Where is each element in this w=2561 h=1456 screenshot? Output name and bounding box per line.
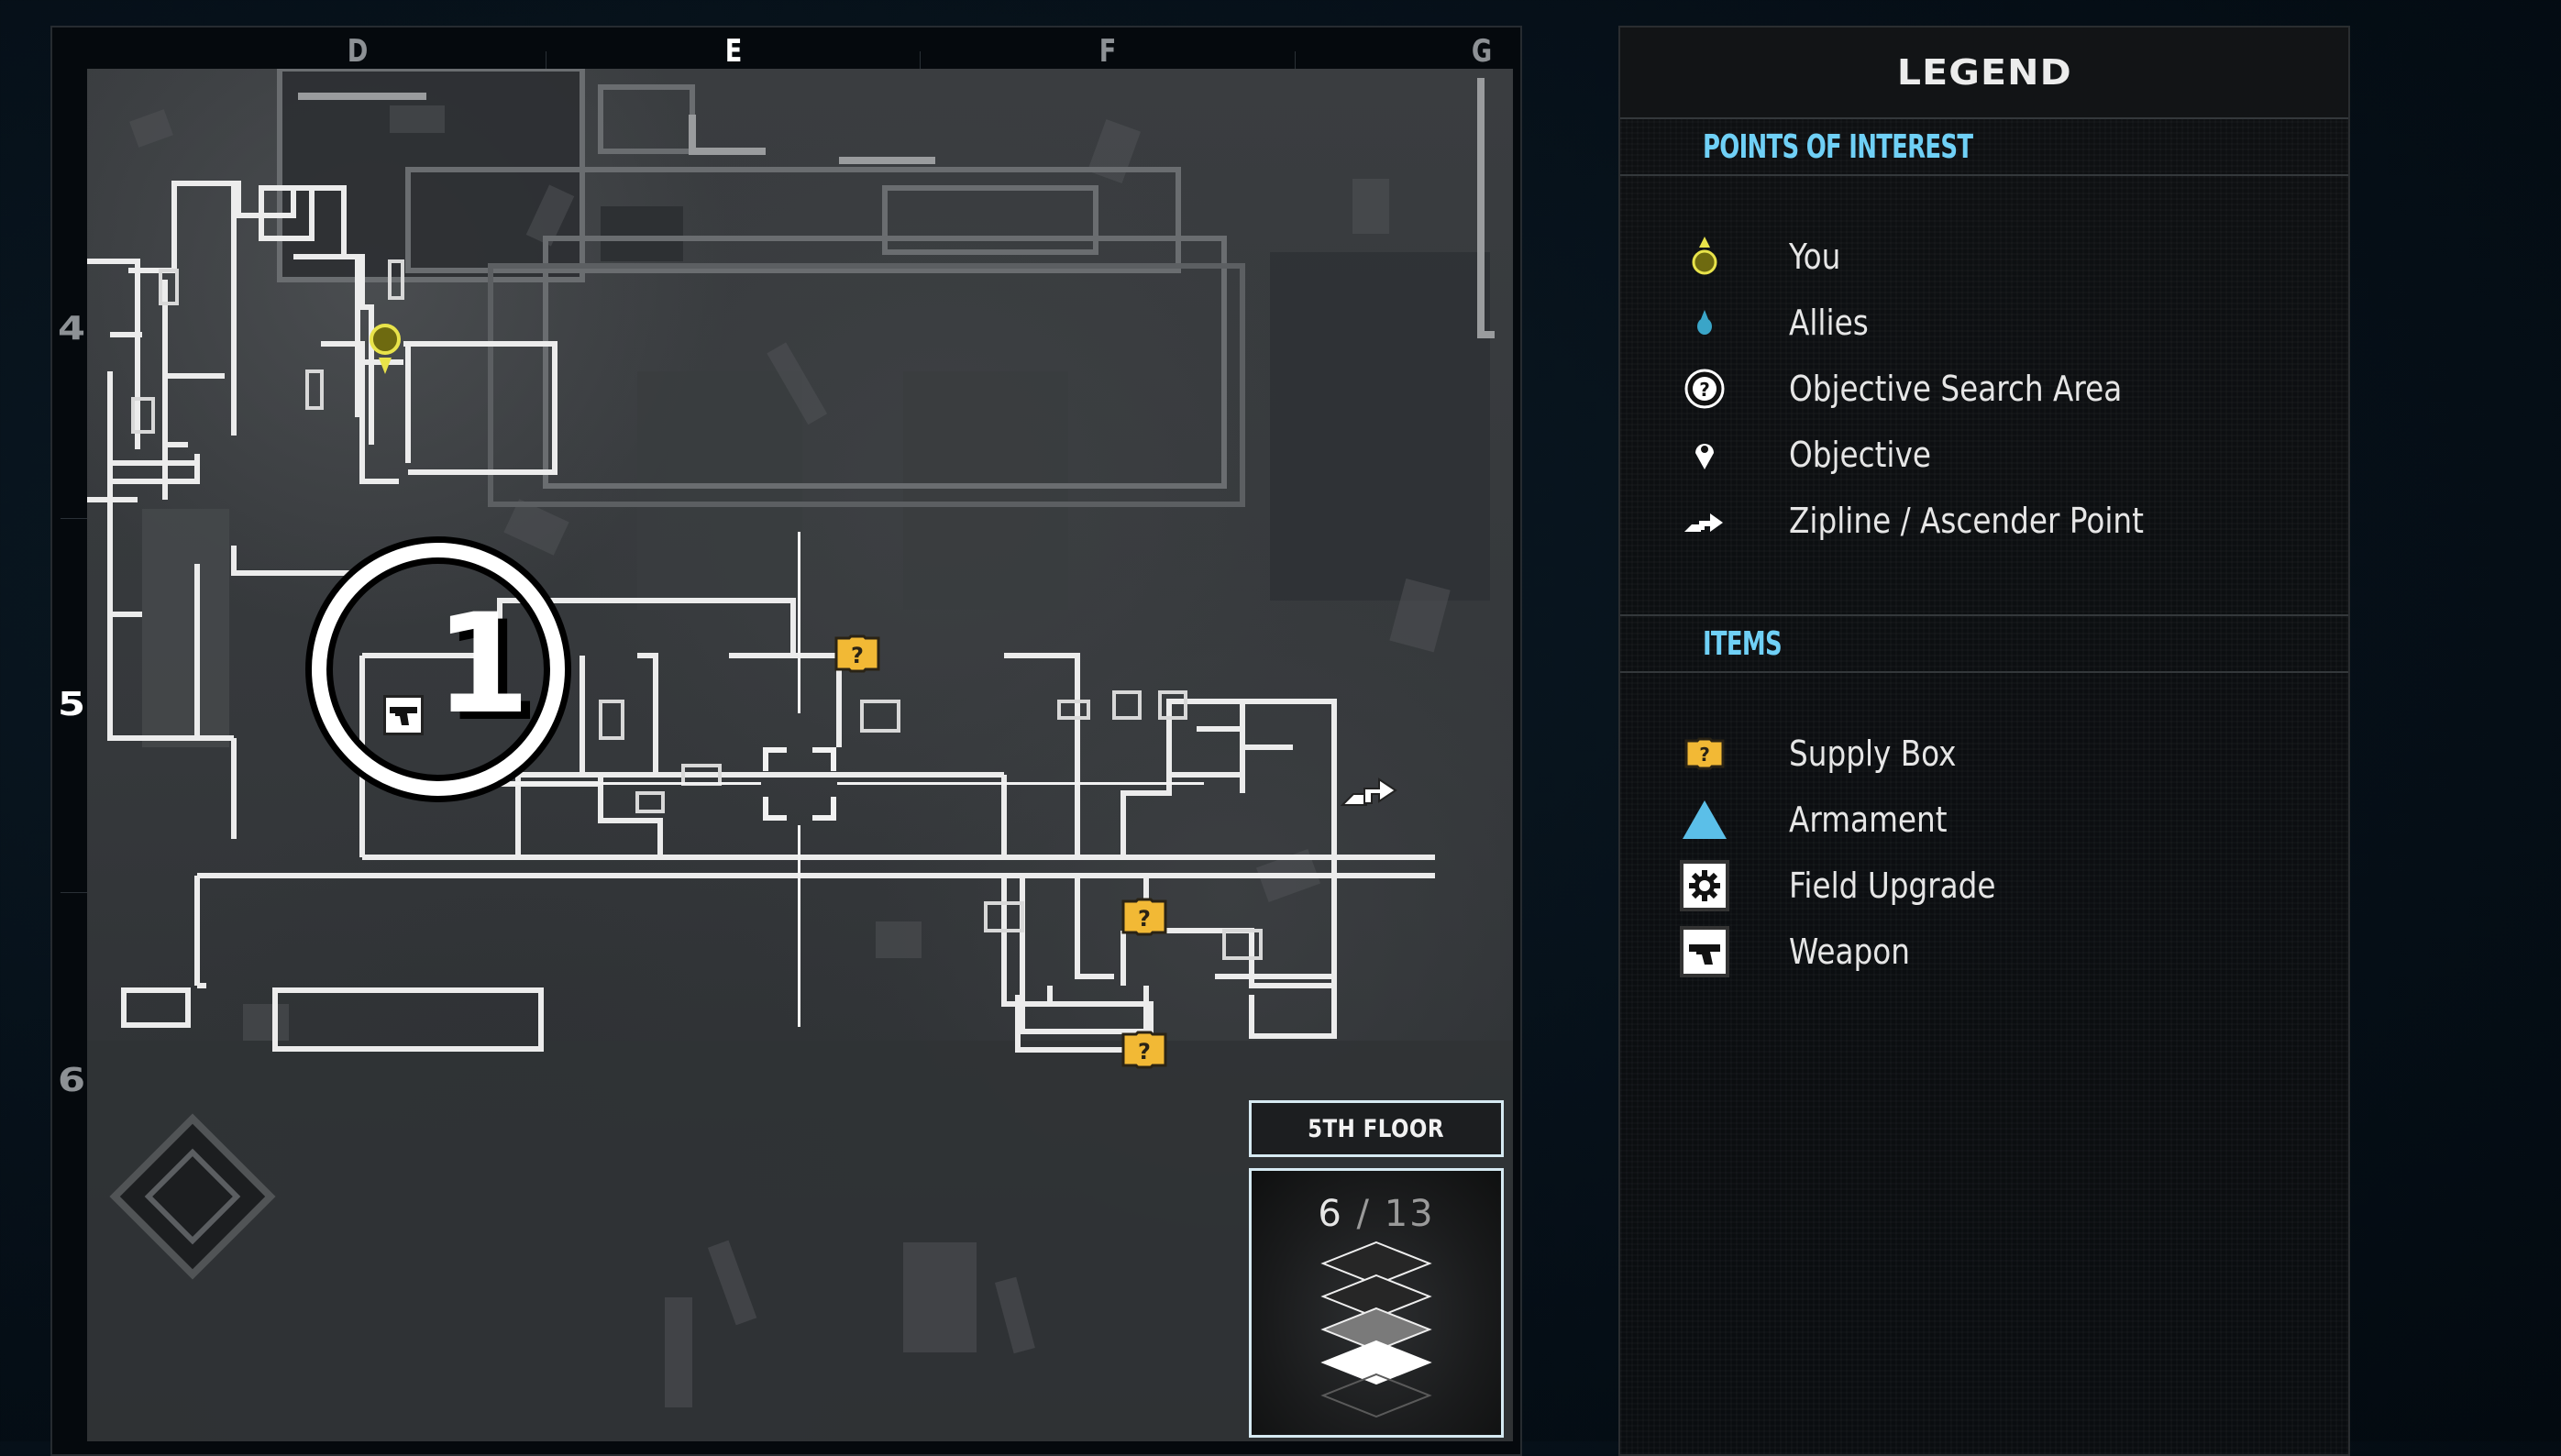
total-floors-number: 13 <box>1384 1193 1435 1235</box>
crosshair-reticle-icon <box>763 747 836 821</box>
grid-row-label-4: 4 <box>57 310 86 347</box>
floor-layer-icon <box>1320 1373 1432 1418</box>
legend-item-armament: Armament <box>1620 787 2348 853</box>
monument <box>109 1113 276 1280</box>
svg-text:?: ? <box>1138 906 1151 932</box>
pistol-icon <box>390 707 417 725</box>
grid-column-label-e: E <box>724 33 743 70</box>
weapon-pickup-icon[interactable] <box>383 695 424 735</box>
field-upgrade-icon <box>1680 860 1729 911</box>
grid-row-label-5: 5 <box>57 686 86 723</box>
legend-label: You <box>1789 237 1841 277</box>
grid-column-label-d: D <box>347 33 369 70</box>
supply-box-icon[interactable]: ? <box>1120 898 1169 936</box>
objective-pin-icon <box>1695 444 1714 469</box>
svg-text:?: ? <box>851 643 864 668</box>
legend-item-you: You <box>1620 224 2348 290</box>
section-title: ITEMS <box>1703 624 1783 663</box>
objective-search-area-marker[interactable]: 1 <box>312 543 565 796</box>
grid-divider <box>920 51 921 70</box>
grid-divider <box>61 518 88 519</box>
section-title: POINTS OF INTEREST <box>1703 127 1973 166</box>
legend-label: Objective <box>1789 435 1931 475</box>
legend-label: Armament <box>1789 800 1948 840</box>
legend-item-zipline: Zipline / Ascender Point <box>1620 488 2348 554</box>
svg-text:?: ? <box>1138 1039 1151 1064</box>
supply-box-icon[interactable]: ? <box>833 634 882 673</box>
svg-text:?: ? <box>1699 379 1710 401</box>
legend-item-weapon: Weapon <box>1620 919 2348 985</box>
section-header-points-of-interest: POINTS OF INTEREST <box>1620 119 2348 176</box>
legend-label: Allies <box>1789 303 1869 343</box>
zipline-icon <box>1684 513 1723 532</box>
armament-icon <box>1683 800 1727 839</box>
legend-label: Supply Box <box>1789 734 1957 774</box>
floor-separator: / <box>1356 1193 1372 1235</box>
tactical-map[interactable] <box>87 69 1513 1441</box>
section-header-items: ITEMS <box>1620 616 2348 673</box>
points-of-interest-list: You Allies ? Objective Search Area <box>1620 176 2348 616</box>
crosshair-line-bottom <box>798 825 800 1027</box>
legend-label: Objective Search Area <box>1789 369 2123 409</box>
allies-icon <box>1697 310 1712 335</box>
objective-number: 1 <box>435 585 531 745</box>
legend-header: LEGEND <box>1620 28 2348 119</box>
legend-item-supply-box: ? Supply Box <box>1620 721 2348 787</box>
weapon-icon <box>1680 926 1729 977</box>
supply-box-icon[interactable]: ? <box>1120 1031 1169 1069</box>
floor-selector[interactable]: 6 / 13 <box>1249 1168 1504 1438</box>
grid-column-label-g: G <box>1471 33 1493 70</box>
grid-divider <box>61 892 88 893</box>
legend-label: Weapon <box>1789 932 1910 972</box>
legend-item-field-upgrade: Field Upgrade <box>1620 853 2348 919</box>
grid-column-label-f: F <box>1098 33 1117 70</box>
crosshair-line-left <box>440 782 761 785</box>
player-you-marker-icon[interactable] <box>367 323 403 380</box>
current-floor-number: 6 <box>1318 1193 1343 1235</box>
floor-stack-icon[interactable] <box>1319 1241 1433 1433</box>
grid-row-label-6: 6 <box>57 1062 86 1099</box>
grid-divider <box>1295 51 1296 70</box>
floor-counter: 6 / 13 <box>1252 1193 1501 1235</box>
legend-panel: LEGEND POINTS OF INTEREST You Allies <box>1618 26 2350 1456</box>
you-icon <box>1692 237 1717 275</box>
crosshair-line-right <box>837 782 1204 785</box>
svg-text:?: ? <box>1699 744 1710 766</box>
floor-name-box: 5TH FLOOR <box>1249 1100 1504 1157</box>
items-list: ? Supply Box Armament <box>1620 673 2348 985</box>
legend-title: LEGEND <box>1896 52 2072 93</box>
floor-name-label: 5TH FLOOR <box>1308 1114 1445 1143</box>
legend-label: Zipline / Ascender Point <box>1789 501 2144 541</box>
legend-label: Field Upgrade <box>1789 866 1996 906</box>
legend-item-objective-search-area: ? Objective Search Area <box>1620 356 2348 422</box>
crosshair-line-top <box>798 532 800 713</box>
zipline-ascender-icon[interactable] <box>1341 768 1399 809</box>
legend-item-allies: Allies <box>1620 290 2348 356</box>
legend-item-objective: Objective <box>1620 422 2348 488</box>
supply-box-icon: ? <box>1684 737 1725 770</box>
objective-search-area-icon: ? <box>1684 369 1725 409</box>
current-floor-layer-icon <box>1320 1340 1432 1385</box>
